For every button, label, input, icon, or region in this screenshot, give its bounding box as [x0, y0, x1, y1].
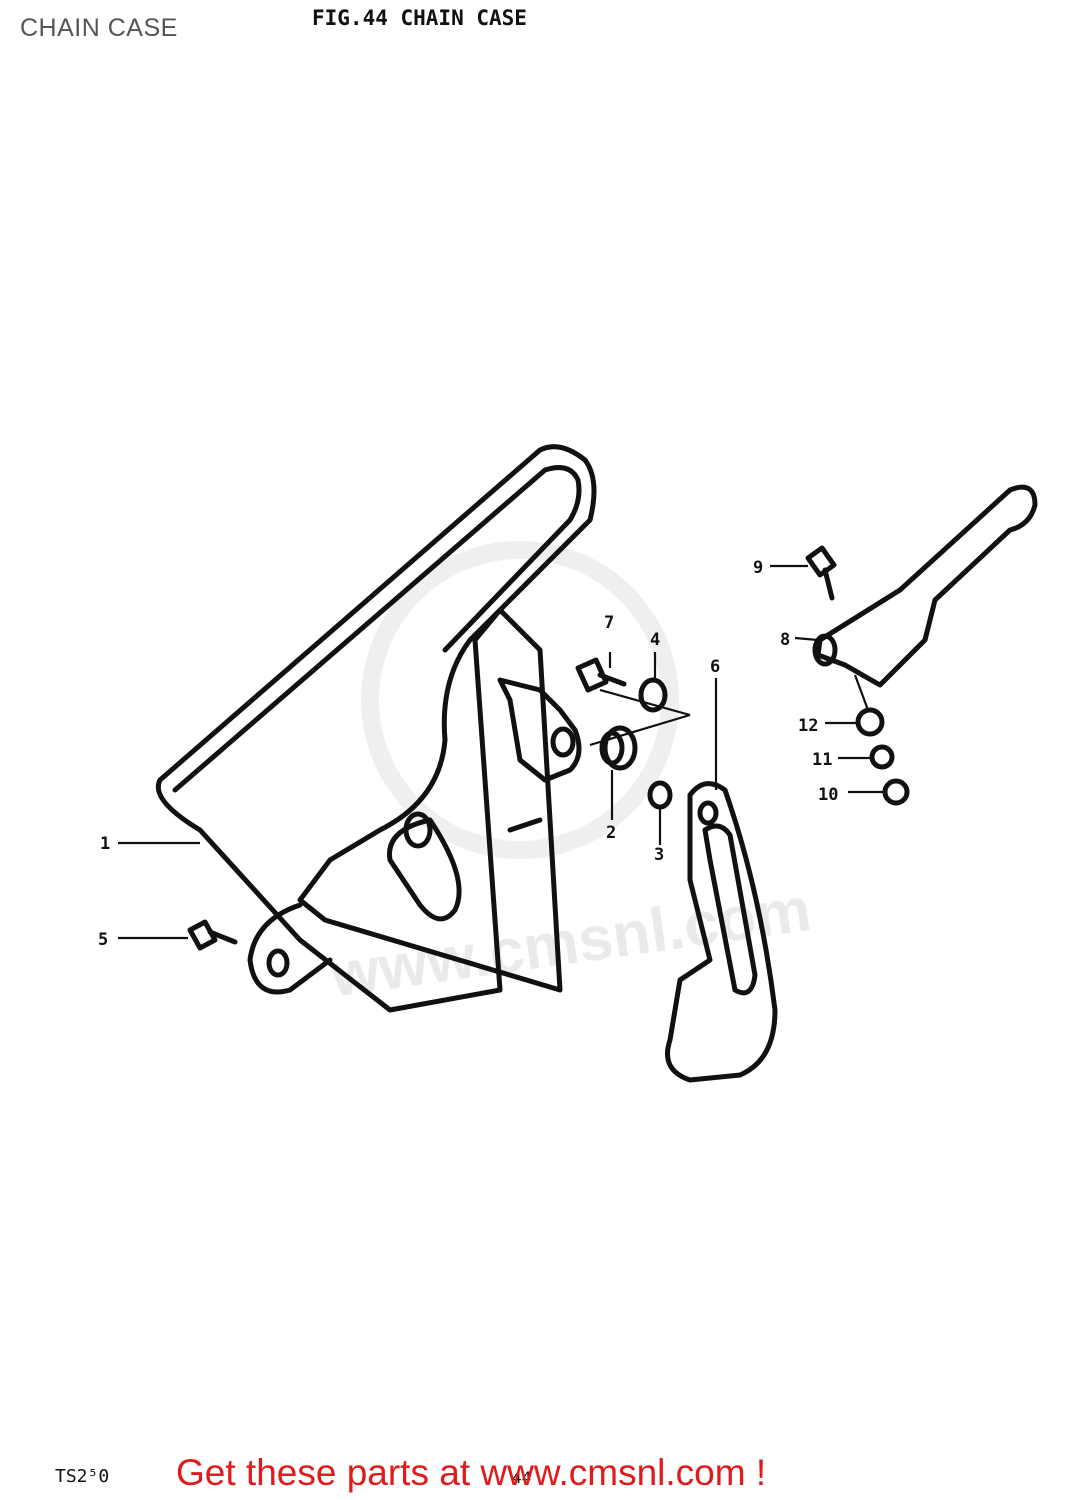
part-bolt-5	[187, 919, 238, 951]
callout-12: 12	[798, 716, 818, 736]
callout-8: 8	[780, 630, 790, 650]
callout-9: 9	[753, 558, 763, 578]
part-spacer-3	[647, 780, 673, 810]
part-swing-arm-bracket	[812, 484, 1038, 688]
callout-7: 7	[604, 613, 614, 633]
callout-1: 1	[100, 834, 110, 854]
callout-6: 6	[710, 657, 720, 677]
part-spacer-12	[855, 707, 885, 737]
page-title: CHAIN CASE	[20, 14, 178, 42]
part-nut-10	[882, 778, 910, 806]
get-parts-link[interactable]: Get these parts at www.cmsnl.com !	[176, 1452, 767, 1493]
part-washer-11	[869, 744, 895, 770]
part-bolt-7	[575, 657, 627, 693]
leader-lines	[118, 564, 884, 940]
callout-4: 4	[650, 630, 660, 650]
part-bolt-9	[805, 545, 837, 601]
sheet-number: 44	[512, 1468, 532, 1487]
callout-5: 5	[98, 930, 108, 950]
callout-11: 11	[812, 750, 832, 770]
part-chain-case	[156, 444, 597, 1013]
figure-title: FIG.44 CHAIN CASE	[312, 6, 527, 30]
callout-2: 2	[606, 823, 616, 843]
part-washer-4	[638, 677, 668, 713]
model-code: TS2⁵0	[55, 1466, 110, 1487]
callout-3: 3	[654, 845, 664, 865]
callout-labels: 1 2 3 4 5 6 7 8 9 10 11 12	[98, 558, 838, 950]
callout-10: 10	[818, 785, 838, 805]
part-grommet-2	[599, 725, 638, 771]
part-chain-guide-6	[665, 781, 778, 1083]
